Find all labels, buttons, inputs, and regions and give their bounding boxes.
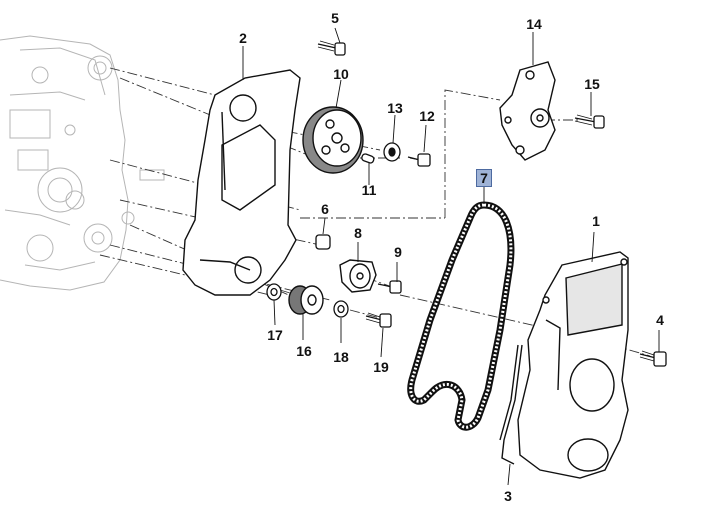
belt-guide-3 [499,344,523,465]
front-timing-cover [517,251,629,479]
crank-sprocket-16 [288,285,324,315]
callout-4: 4 [656,312,664,328]
callout-14: 14 [526,16,542,32]
callout-16: 16 [296,343,312,359]
bolt-4 [639,350,667,367]
washer-18 [333,300,349,318]
callout-2: 2 [239,30,247,46]
callout-5: 5 [331,10,339,26]
callout-7-highlighted: 7 [476,169,492,187]
callout-15: 15 [584,76,600,92]
timing-belt [407,201,515,431]
callout-9: 9 [394,244,402,260]
callout-8: 8 [354,225,362,241]
callout-11: 11 [361,182,377,198]
leader-lines [242,27,660,486]
callout-10: 10 [333,66,349,82]
engine-block-ghost [0,35,165,291]
washer-13 [383,142,401,162]
callout-18: 18 [333,349,349,365]
tensioner-8 [339,259,377,293]
callout-3: 3 [504,488,512,504]
callout-6: 6 [321,201,329,217]
callout-13: 13 [387,100,403,116]
callout-12: 12 [419,108,435,124]
bolt-5 [317,40,346,56]
bolt-19 [365,312,392,328]
spacer-6 [315,234,331,250]
washer-17 [266,283,282,301]
callout-17: 17 [267,327,283,343]
callout-1: 1 [592,213,600,229]
bolt-9 [377,280,402,294]
callout-19: 19 [373,359,389,375]
bolt-12 [407,153,431,167]
bolt-15 [574,114,605,129]
camshaft-sprocket [302,106,364,174]
pin-11 [361,153,375,164]
engine-mount-bracket [499,61,556,161]
rear-timing-cover [182,69,301,296]
